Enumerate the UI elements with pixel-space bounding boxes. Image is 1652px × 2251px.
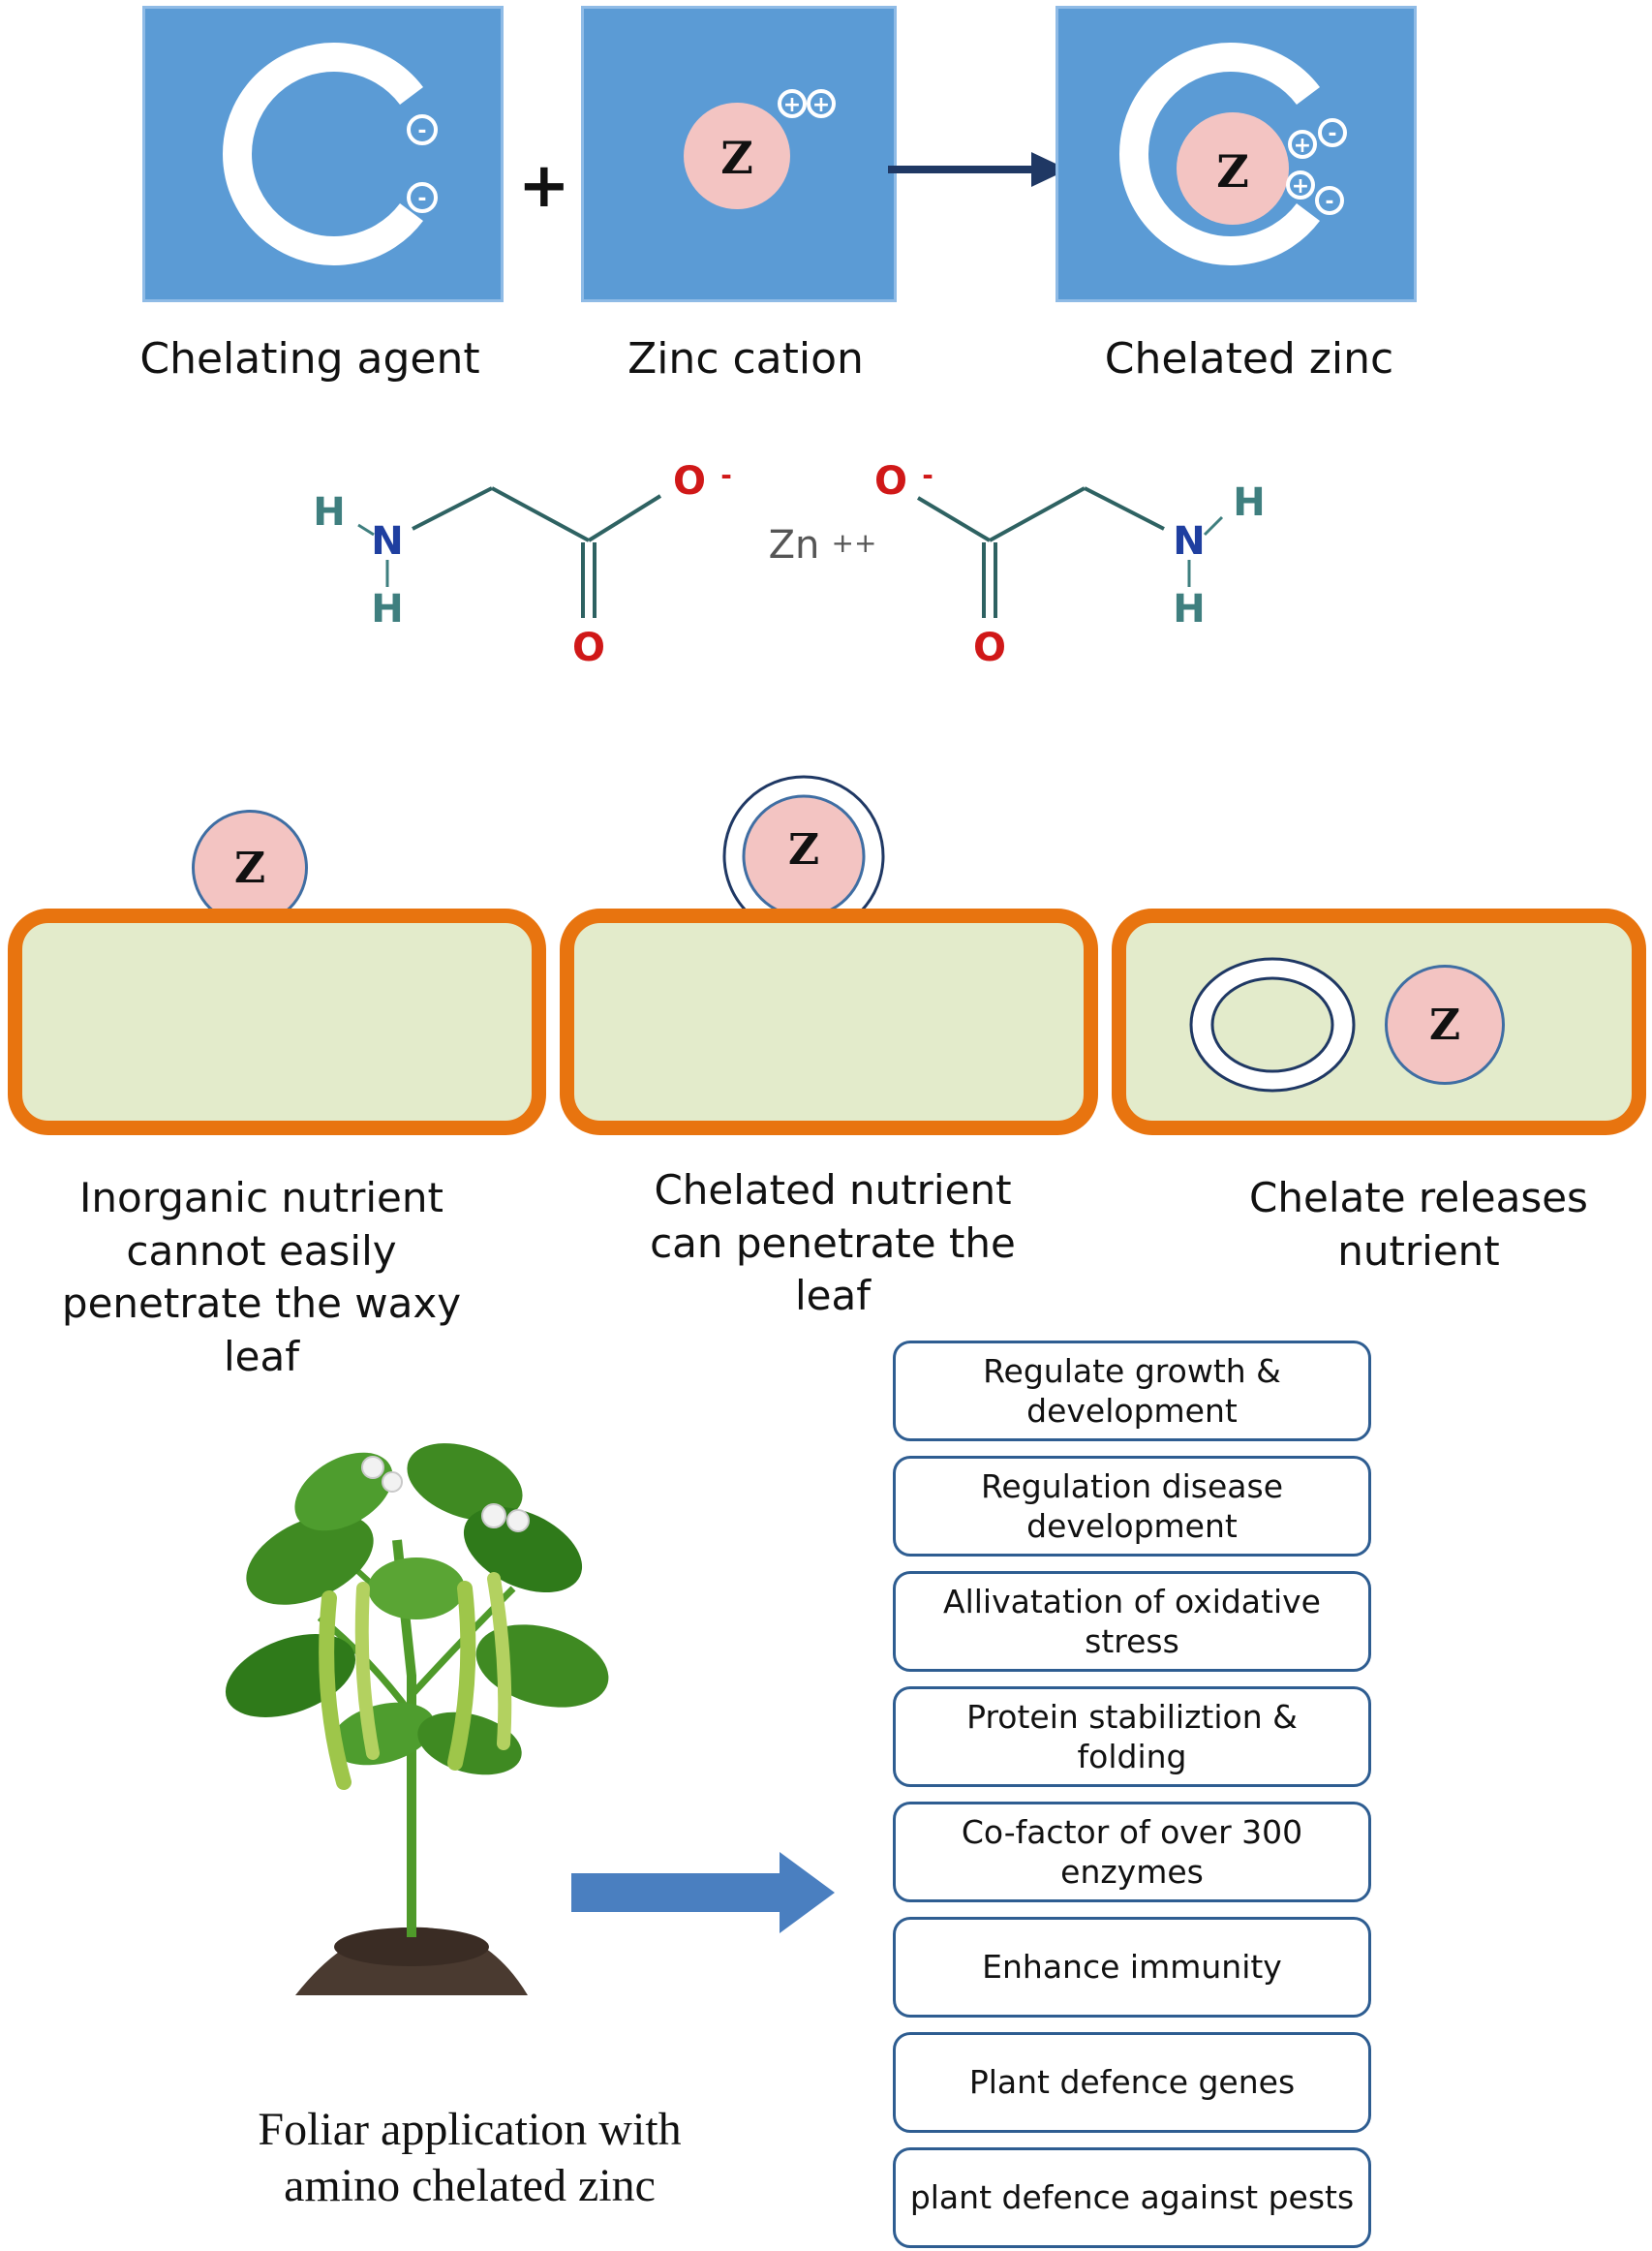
- svg-text:+: +: [1294, 134, 1311, 158]
- benefit-box: Enhance immunity: [893, 1917, 1371, 2018]
- minus-sign-2: -: [417, 187, 426, 211]
- caption-inorganic-nutrient: Inorganic nutrient cannot easily penetra…: [61, 1174, 462, 1380]
- svg-text:H: H: [313, 490, 345, 535]
- empty-chelate-ring: [1189, 957, 1356, 1093]
- chelating-agent-panel: - -: [142, 6, 504, 302]
- application-arrow: [571, 1852, 835, 1933]
- zn-label: Zn: [769, 523, 820, 568]
- chelate-ring-outer: [722, 775, 885, 938]
- svg-text:-: -: [1328, 122, 1336, 146]
- benefit-box: Regulate growth & development: [893, 1341, 1371, 1441]
- caption-chelating-agent: Chelating agent: [139, 334, 480, 384]
- leaf-cell-2: [560, 909, 1098, 1135]
- chelating-agent-ring-icon: - -: [223, 43, 438, 265]
- minus-sign-1: -: [417, 119, 426, 143]
- reaction-arrow: [888, 152, 1068, 187]
- leaf-cell-3: [1112, 909, 1646, 1135]
- plant-caption: Foliar application with amino chelated z…: [258, 2104, 682, 2211]
- zn-charge: ++: [832, 527, 877, 559]
- caption-zinc-cation: Zinc cation: [627, 334, 864, 384]
- svg-text:H: H: [371, 587, 403, 632]
- benefit-box: plant defence against pests: [893, 2147, 1371, 2248]
- caption-chelated-nutrient: Chelated nutrient can penetrate the leaf: [650, 1166, 1016, 1320]
- svg-text:O: O: [973, 626, 1006, 670]
- zinc-glycinate-structure: H N H O - O Zn ++ O - O N H H: [313, 459, 1265, 670]
- svg-text:+: +: [783, 93, 801, 117]
- benefit-box: Regulation disease development: [893, 1456, 1371, 1557]
- zinc-cation-panel: Z + +: [581, 6, 897, 302]
- chelated-zinc-icon: Z + - + -: [1119, 43, 1347, 265]
- leaf-cell-1: [8, 909, 546, 1135]
- released-zinc: Z: [1385, 965, 1505, 1085]
- svg-text:H: H: [1173, 587, 1205, 632]
- svg-text:Z: Z: [1216, 145, 1249, 198]
- benefit-box: Allivatation of oxidative stress: [893, 1571, 1371, 1672]
- svg-text:-: -: [922, 459, 933, 491]
- chelated-zinc-panel: Z + - + -: [1055, 6, 1417, 302]
- svg-text:O: O: [874, 459, 907, 504]
- chelated-zinc-letter: Z: [787, 825, 820, 875]
- bean-plant-illustration: [225, 1443, 609, 1995]
- svg-text:H: H: [1233, 480, 1265, 525]
- benefit-box: Plant defence genes: [893, 2032, 1371, 2133]
- caption-chelate-releases: Chelate releases nutrient: [1249, 1174, 1588, 1275]
- svg-text:N: N: [371, 519, 403, 564]
- svg-text:-: -: [1325, 190, 1333, 214]
- svg-text:N: N: [1173, 519, 1205, 564]
- zinc-cation-icon: Z + +: [684, 89, 836, 209]
- plus-symbol: +: [518, 150, 570, 222]
- zinc-letter: Z: [720, 132, 753, 184]
- benefit-box: Protein stabiliztion & folding: [893, 1686, 1371, 1787]
- svg-text:O: O: [572, 626, 605, 670]
- svg-text:+: +: [1292, 174, 1309, 199]
- svg-text:-: -: [720, 459, 732, 491]
- benefit-box: Co-factor of over 300 enzymes: [893, 1802, 1371, 1902]
- inorganic-zinc: Z: [192, 810, 308, 926]
- svg-text:O: O: [673, 459, 706, 504]
- caption-chelated-zinc: Chelated zinc: [1104, 334, 1394, 384]
- svg-text:+: +: [812, 93, 830, 117]
